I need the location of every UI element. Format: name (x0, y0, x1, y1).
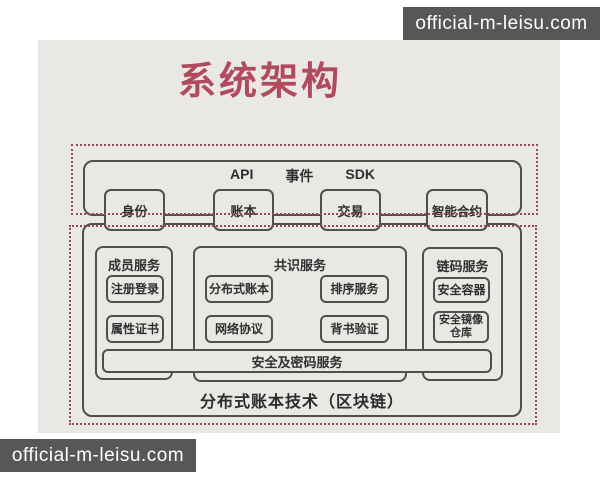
chaincode-services-heading: 链码服务 (436, 259, 489, 274)
watermark-bottom-left: official-m-leisu.com (0, 439, 196, 472)
service-box-register-login: 注册登录 (106, 275, 164, 303)
api-label: API (230, 166, 254, 182)
api-layer-container (83, 160, 522, 216)
consensus-services-heading: 共识服务 (273, 258, 326, 273)
interface-box-ledger: 账本 (213, 189, 274, 231)
section-consensus-services: 共识服务 (193, 246, 407, 382)
member-services-heading: 成员服务 (107, 258, 160, 273)
watermark-text: official-m-leisu.com (11, 444, 185, 466)
event-label: 事件 (285, 168, 314, 184)
sdk-label: SDK (345, 166, 375, 182)
service-box-attribute-certificate: 属性证书 (106, 315, 164, 343)
page-title: 系统架构 (177, 61, 342, 103)
watermark-text: official-m-leisu.com (415, 12, 588, 34)
security-crypto-services-bar: 安全及密码服务 (102, 349, 492, 373)
section-member-services: 成员服务 (95, 246, 173, 380)
service-box-ordering-service: 排序服务 (320, 275, 389, 303)
service-box-distributed-ledger: 分布式账本 (205, 275, 273, 303)
interface-box-transaction: 交易 (320, 189, 381, 231)
service-box-endorsement-validation: 背书验证 (320, 315, 389, 343)
section-chaincode-services: 链码服务 (422, 247, 503, 381)
interface-box-smart-contract: 智能合约 (426, 189, 488, 231)
api-layer-labels: API 事件 SDK (83, 166, 522, 186)
interface-box-identity: 身份 (104, 189, 165, 231)
dlt-blockchain-caption: 分布式账本技术（区块链） (199, 394, 404, 411)
dlt-container (82, 223, 522, 417)
watermark-top-right: official-m-leisu.com (403, 7, 600, 40)
service-box-secure-image-registry: 安全镜像仓库 (433, 311, 489, 343)
service-box-secure-container: 安全容器 (433, 277, 490, 303)
service-box-network-protocol: 网络协议 (205, 315, 273, 343)
